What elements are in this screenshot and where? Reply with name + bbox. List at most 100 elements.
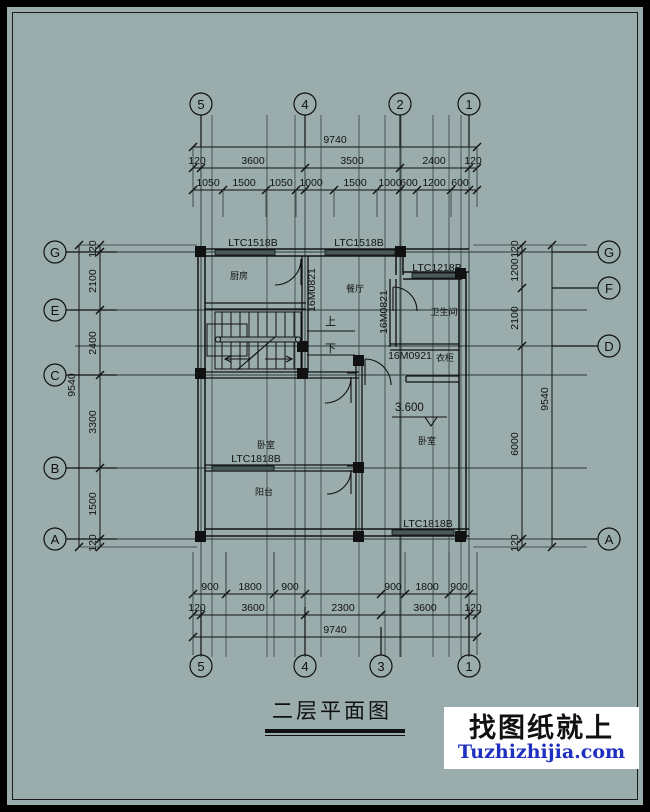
dim-bot-subL-2: 900 <box>281 581 299 593</box>
dim-bot-main-1: 3600 <box>241 602 265 614</box>
dim-top-sub-0: 1050 <box>196 177 220 189</box>
dim-top-sub-6: 600 <box>400 177 418 189</box>
grid-bubbles-left: G E C B A <box>43 240 117 551</box>
grid-bubbles-right: G F D A <box>552 240 621 551</box>
dim-left-5: 120 <box>87 534 99 552</box>
room-label-wardrobe: 衣柜 <box>436 352 454 363</box>
room-label-dining: 餐厅 <box>346 283 364 294</box>
dim-bot-main-4: 120 <box>464 602 482 614</box>
stair-handrail <box>214 336 302 343</box>
dim-left-4: 1500 <box>87 492 99 516</box>
opening-tag-ltc1818b-2: LTC1818B <box>403 518 452 530</box>
grid-bubbles-bottom: 5 4 3 1 <box>189 607 481 678</box>
page-title: 二层平面图 <box>272 699 392 723</box>
dim-top-main-4: 120 <box>464 155 482 167</box>
title-underline-thick <box>265 729 405 733</box>
dim-top-sub-4: 1500 <box>343 177 367 189</box>
walls <box>197 248 469 539</box>
dim-bot-main-3: 3600 <box>413 602 437 614</box>
dim-top-main-1: 3600 <box>241 155 265 167</box>
grid-bubble-left-C: C <box>50 368 59 383</box>
dim-bot-main-0: 120 <box>188 602 206 614</box>
room-label-bathroom: 卫生间 <box>430 306 457 317</box>
elevation-value: 3.600 <box>395 402 424 414</box>
grid-bubble-bottom-1: 5 <box>197 659 204 674</box>
grid-bubble-bottom-4: 1 <box>465 659 472 674</box>
grid-bubble-left-A: A <box>51 532 60 547</box>
dim-left-2: 2400 <box>87 331 99 355</box>
dim-bot-overall: 9740 <box>323 624 347 636</box>
doors <box>274 258 418 495</box>
dim-top-sub-2: 1050 <box>269 177 293 189</box>
opening-tag-16m0921: 16M0921 <box>388 350 432 362</box>
floor-plan-drawing: 上 下 3.600 5 4 2 1 <box>43 92 621 678</box>
opening-tag-16m0821-1: 16M0821 <box>306 268 318 312</box>
dim-bot-subL-0: 900 <box>201 581 219 593</box>
room-label-kitchen: 厨房 <box>230 270 248 281</box>
grid-bubble-left-E: E <box>51 303 60 318</box>
opening-tag-16m0821-2: 16M0821 <box>378 290 390 334</box>
structural-columns <box>195 246 466 542</box>
dim-right-4: 120 <box>509 534 521 552</box>
grid-bubble-right-D: D <box>604 339 613 354</box>
grid-lines <box>75 115 587 657</box>
elevation-marker: 3.600 <box>392 402 447 427</box>
opening-tag-ltc1518b-1: LTC1518B <box>228 237 277 249</box>
stair-up-label: 上 <box>325 315 336 328</box>
dim-left-1: 2100 <box>87 269 99 293</box>
dim-top-main-2: 3500 <box>340 155 364 167</box>
grid-bubble-top-1: 5 <box>197 97 204 112</box>
opening-tags: LTC1518B LTC1518B LTC1218B LTC1818B LTC1… <box>228 237 461 530</box>
dim-right-2: 2100 <box>509 306 521 330</box>
room-labels: 厨房 餐厅 卫生间 衣柜 卧室 阳台 卧室 <box>230 270 458 497</box>
dim-top-overall: 9740 <box>323 134 347 146</box>
grid-bubble-left-B: B <box>51 461 60 476</box>
dim-right-1: 1200 <box>509 258 521 282</box>
dimension-right-labels: 120 1200 2100 6000 120 9540 <box>509 240 551 552</box>
dim-left-overall: 9540 <box>66 373 78 397</box>
opening-tag-ltc1818b-1: LTC1818B <box>231 453 280 465</box>
dimension-right <box>473 240 587 552</box>
dim-right-overall: 9540 <box>539 387 551 411</box>
grid-bubble-top-4: 1 <box>465 97 472 112</box>
dim-bot-subR-0: 900 <box>384 581 402 593</box>
dimension-left-labels: 120 2100 2400 3300 1500 120 9540 <box>66 240 99 552</box>
dimension-top <box>188 142 482 217</box>
grid-bubble-left-G: G <box>50 245 60 260</box>
dim-bot-subR-1: 1800 <box>415 581 439 593</box>
grid-bubble-bottom-3: 3 <box>377 659 384 674</box>
dim-bot-main-2: 2300 <box>331 602 355 614</box>
dimension-bottom-labels: 900 1800 900 900 1800 900 120 3600 2300 … <box>188 581 482 636</box>
dim-top-sub-3: 1000 <box>299 177 323 189</box>
grid-bubble-right-F: F <box>605 281 613 296</box>
stair-down-label: 下 <box>325 343 336 355</box>
dimension-top-labels: 9740 120 3600 3500 2400 120 1050 1500 10… <box>188 134 482 189</box>
grid-bubble-bottom-2: 4 <box>301 659 308 674</box>
opening-tag-ltc1518b-2: LTC1518B <box>334 237 383 249</box>
dim-top-sub-8: 600 <box>451 177 469 189</box>
grid-bubbles-top: 5 4 2 1 <box>189 92 481 147</box>
dim-bot-subR-2: 900 <box>450 581 468 593</box>
grid-bubble-right-A: A <box>605 532 614 547</box>
dim-top-main-3: 2400 <box>422 155 446 167</box>
dim-right-0: 120 <box>509 240 521 258</box>
room-label-bedroom-right: 卧室 <box>418 435 436 446</box>
grid-bubble-top-3: 2 <box>396 97 403 112</box>
dim-right-3: 6000 <box>509 432 521 456</box>
dimension-bottom <box>188 552 482 655</box>
grid-bubble-top-2: 4 <box>301 97 308 112</box>
dim-bot-subL-1: 1800 <box>238 581 262 593</box>
staircase: 上 下 <box>206 311 355 371</box>
dim-top-sub-1: 1500 <box>232 177 256 189</box>
stair-direction-arrows <box>223 330 355 363</box>
room-label-bedroom-left: 卧室 <box>257 439 275 450</box>
watermark-url-text: Tuzhizhijia.com <box>457 740 626 763</box>
watermark-badge: 找图纸就上 Tuzhizhijia.com <box>444 707 639 769</box>
room-label-balcony: 阳台 <box>255 486 273 497</box>
dim-left-3: 3300 <box>87 410 99 434</box>
grid-bubble-right-G: G <box>604 245 614 260</box>
dim-top-sub-5: 1000 <box>378 177 402 189</box>
opening-tag-ltc1218b: LTC1218B <box>412 262 461 274</box>
stair-break-line <box>236 336 276 371</box>
